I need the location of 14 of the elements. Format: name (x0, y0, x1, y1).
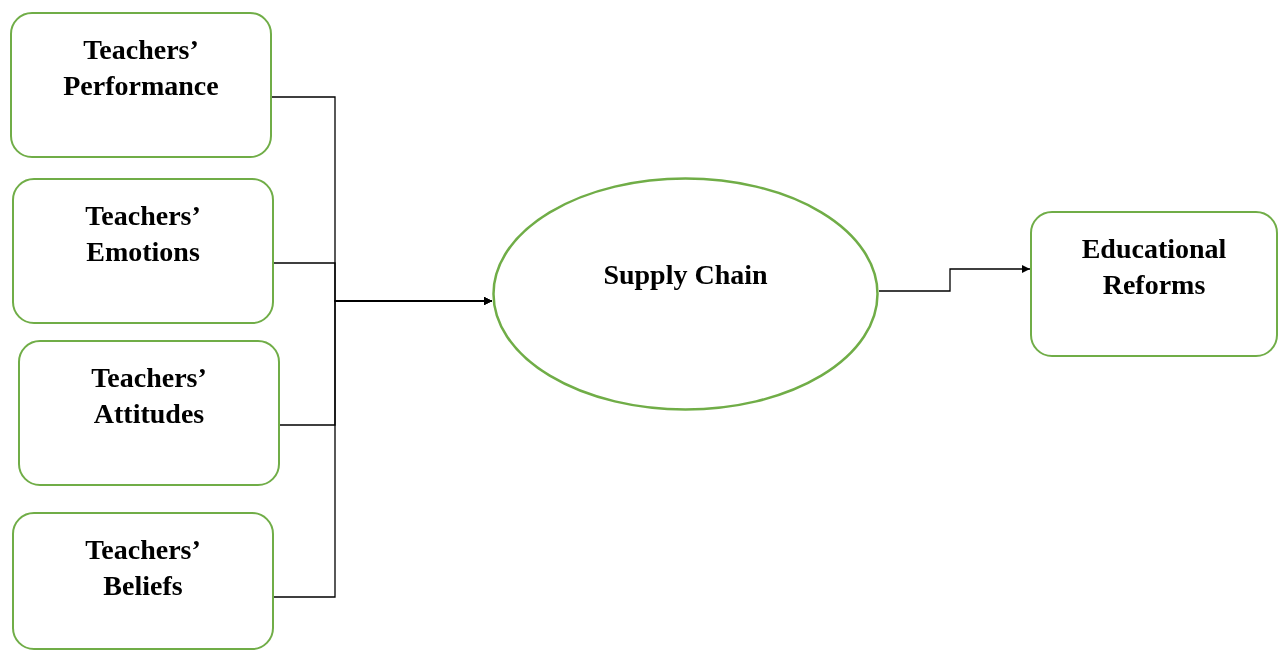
concept-box (18, 340, 280, 486)
concept-box (1030, 211, 1278, 357)
concept-box (12, 178, 274, 324)
concept-box (10, 12, 272, 158)
node-label: Teachers’ Attitudes (90, 361, 208, 431)
node-label: Teachers’ Beliefs (84, 533, 202, 603)
node-label: Educational Reforms (1080, 232, 1228, 302)
node-label: Teachers’ Performance (62, 33, 220, 103)
node-label: Supply Chain (602, 258, 769, 292)
process-ellipse (492, 177, 879, 411)
connector-arrow (878, 265, 1031, 292)
node-label: Teachers’ Emotions (84, 199, 202, 269)
connector-arrow (273, 297, 493, 598)
concept-box (12, 512, 274, 650)
